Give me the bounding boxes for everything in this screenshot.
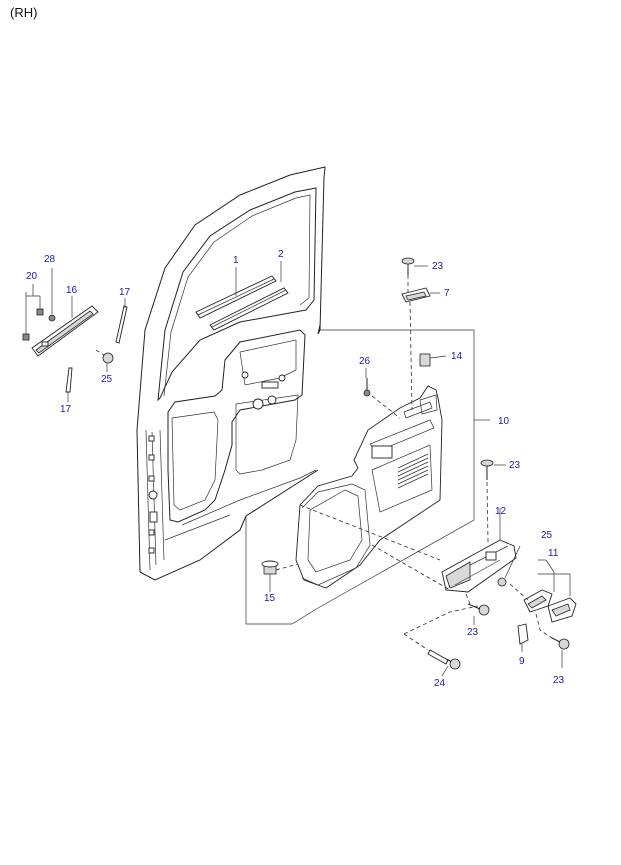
dash-26-panel <box>371 395 401 419</box>
callout-15: 15 <box>264 593 276 604</box>
bolt-part-28 <box>48 268 56 322</box>
screw-part-24 <box>427 649 461 670</box>
trim-assembly-bracket <box>245 329 490 625</box>
cap-part-7 <box>401 287 431 303</box>
grommet-part-25-right <box>497 545 521 587</box>
clip-part-15 <box>261 560 279 586</box>
callout-17-lower: 17 <box>60 404 72 415</box>
callout-16: 16 <box>66 285 78 296</box>
clip-part-14 <box>419 353 431 367</box>
dash-15-panel <box>275 563 299 571</box>
grommet-part-25-left <box>95 349 114 372</box>
screw-part-26 <box>363 378 371 397</box>
callout-14: 14 <box>451 351 463 362</box>
callout-1: 1 <box>233 255 239 266</box>
callout-23-top: 23 <box>432 261 444 272</box>
callout-23-bottom-mid: 23 <box>467 627 479 638</box>
callout-10: 10 <box>498 416 510 427</box>
clip-part-9 <box>517 623 529 652</box>
weatherstrip-part-1 <box>195 267 277 319</box>
door-check-plate-part-16 <box>31 296 99 357</box>
callout-7: 7 <box>444 288 450 299</box>
callout-9: 9 <box>519 656 525 667</box>
callout-28: 28 <box>44 254 56 265</box>
callout-2: 2 <box>278 249 284 260</box>
screw-part-23-bottom-mid <box>467 603 490 616</box>
weatherstrip-part-2 <box>209 261 289 331</box>
armrest-part-12 <box>441 508 517 593</box>
callout-11: 11 <box>548 548 559 559</box>
callout-25-right: 25 <box>541 530 553 541</box>
speaker-grille <box>397 453 429 489</box>
diagram-title: (RH) <box>10 5 37 20</box>
rod-part-17-upper <box>115 298 128 344</box>
callout-17-upper: 17 <box>119 287 131 298</box>
dash-24-path <box>403 605 479 635</box>
callout-12: 12 <box>495 506 507 517</box>
callout-23-bottom-right: 23 <box>553 675 565 686</box>
callout-25-left: 25 <box>101 374 113 385</box>
rod-part-17-lower <box>65 367 73 402</box>
pillar-holes <box>148 435 158 554</box>
screw-part-23-right <box>480 459 494 480</box>
dash-panel-armrest-2 <box>371 544 451 591</box>
door-trim-panel <box>295 385 443 589</box>
clip-part-20 <box>22 284 44 341</box>
dash-7-panel <box>409 301 413 411</box>
dash-24-screw <box>403 633 429 651</box>
dash-25-11 <box>509 583 529 601</box>
callout-23-right: 23 <box>509 460 521 471</box>
screw-part-23-top <box>401 257 415 275</box>
leader-lines <box>269 265 546 677</box>
screw-part-23-bottom-right <box>551 637 570 668</box>
callout-26: 26 <box>359 356 371 367</box>
door-panel-shell <box>136 166 326 581</box>
switch-cover-part-11 <box>523 559 577 623</box>
dash-23-armrest <box>486 481 489 543</box>
callout-20: 20 <box>26 271 38 282</box>
callout-24: 24 <box>434 678 446 689</box>
dash-11-23 <box>535 613 553 639</box>
dash-armrest-23 <box>465 593 471 605</box>
